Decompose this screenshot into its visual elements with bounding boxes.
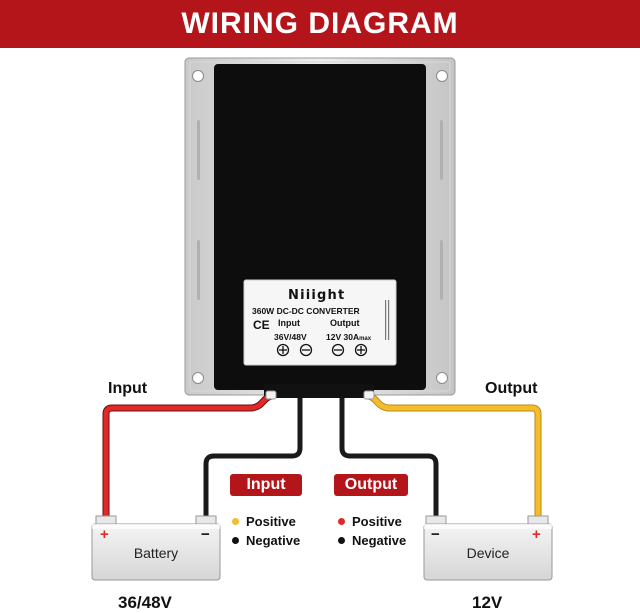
battery-plus-sign: + [100,526,109,543]
terminal-symbols [276,343,368,357]
mount-hole-bottom-right [436,372,448,384]
legend-input-positive: Positive [232,513,296,531]
output-negative-wire [339,398,439,524]
plate-output-spec: 12V 30Amax [326,332,372,342]
legend-output-positive: Positive [338,513,402,531]
mount-hole-bottom-left [192,372,204,384]
plate-input-label: Input [278,318,300,328]
input-badge: Input [230,474,302,496]
red-dot-icon [338,518,345,526]
battery-label: Battery [133,545,179,561]
page-title: WIRING DIAGRAM [181,7,459,40]
legend-output-negative: Negative [338,532,406,550]
converter-model: 360W DC-DC CONVERTER [252,306,360,316]
battery-voltage: 36/48V [118,593,172,612]
minus-symbol-icon [299,343,313,357]
plus-symbol-icon [354,343,368,357]
black-dot-icon [338,537,345,545]
battery-minus-sign: − [201,526,210,543]
output-wire-label: Output [485,380,538,397]
output-positive-wire [366,392,542,522]
mount-hole-top-right [436,70,448,82]
device-plus-sign: + [532,526,541,543]
minus-symbol-icon [331,343,345,357]
label-plate [243,279,397,366]
device-icon [423,515,553,581]
black-dot-icon [232,537,239,545]
battery-icon [91,515,221,581]
brand-logo: Niiight [288,288,346,303]
device-label: Device [466,545,510,561]
legend-input-negative: Negative [232,532,300,550]
mount-hole-top-left [192,70,204,82]
input-positive-wire [102,392,274,522]
input-negative-wire [203,398,303,524]
plate-output-label: Output [330,318,360,328]
plus-symbol-icon [276,343,290,357]
ce-mark: CE [253,318,270,332]
device-minus-sign: − [431,526,440,543]
plate-input-voltage: 36V/48V [274,332,307,342]
yellow-dot-icon [232,518,239,526]
title-banner [0,0,640,48]
device-voltage: 12V [472,593,503,612]
input-wire-label: Input [108,380,148,397]
output-badge: Output [334,474,408,496]
